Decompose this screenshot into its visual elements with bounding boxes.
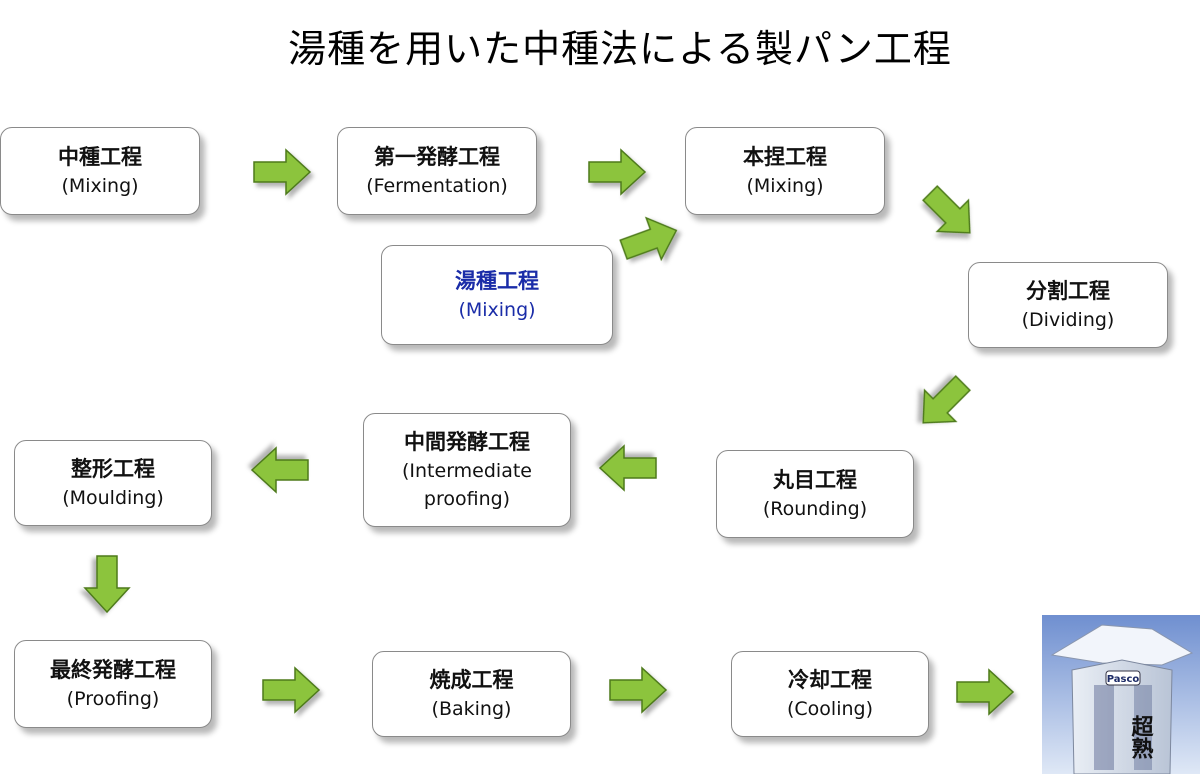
arrow-right-icon: [957, 670, 1013, 714]
step-dividing: 分割工程 (Dividing): [968, 262, 1168, 348]
step-honkone-mixing: 本捏工程 (Mixing): [685, 127, 885, 215]
step-rounding: 丸目工程 (Rounding): [716, 450, 914, 538]
step-label-en: (Mixing): [458, 299, 536, 321]
product-label: 超熟: [1128, 715, 1154, 759]
step-label-en: (Cooling): [786, 698, 873, 720]
step-label-jp: 第一発酵工程: [374, 145, 500, 169]
step-label-jp: 冷却工程: [788, 668, 872, 692]
step-label-jp: 最終発酵工程: [50, 658, 176, 682]
step-label-jp: 整形工程: [71, 457, 155, 481]
step-label-en: (Fermentation): [366, 175, 508, 197]
step-label-en: (Intermediate proofing): [402, 460, 532, 510]
arrow-down-left-icon: [908, 368, 979, 439]
arrow-down-icon: [85, 556, 129, 612]
step-label-en: (Rounding): [762, 498, 868, 520]
step-final-proofing: 最終発酵工程 (Proofing): [14, 640, 212, 728]
arrow-down-right-icon: [915, 178, 986, 249]
arrow-right-icon: [254, 150, 310, 194]
step-nakadane-mixing: 中種工程 (Mixing): [0, 127, 200, 215]
step-label-jp: 湯種工程: [455, 269, 539, 293]
product-brand: Pasco: [1107, 674, 1140, 685]
step-yudane-mixing: 湯種工程 (Mixing): [381, 245, 613, 345]
step-label-en: (Dividing): [1021, 309, 1115, 331]
step-label-jp: 丸目工程: [773, 468, 857, 492]
step-baking: 焼成工程 (Baking): [372, 651, 571, 737]
arrow-left-icon: [252, 448, 308, 492]
arrow-up-right-icon: [616, 210, 684, 270]
step-cooling: 冷却工程 (Cooling): [731, 651, 929, 737]
arrow-right-icon: [610, 668, 666, 712]
step-first-fermentation: 第一発酵工程 (Fermentation): [337, 127, 537, 215]
step-label-en: (Mixing): [746, 175, 824, 197]
arrow-right-icon: [263, 668, 319, 712]
step-label-en: (Mixing): [61, 175, 139, 197]
step-label-en: (Proofing): [66, 688, 160, 710]
step-moulding: 整形工程 (Moulding): [14, 440, 212, 526]
arrow-right-icon: [589, 150, 645, 194]
step-label-en: (Baking): [431, 698, 512, 720]
arrow-left-icon: [600, 446, 656, 490]
bread-package-icon: Pasco 超熟: [1042, 615, 1200, 774]
step-label-en: (Moulding): [62, 487, 164, 509]
step-intermediate-proofing: 中間発酵工程 (Intermediate proofing): [363, 413, 571, 527]
step-label-jp: 焼成工程: [429, 668, 514, 692]
step-label-jp: 本捏工程: [743, 145, 827, 169]
step-label-jp: 分割工程: [1026, 279, 1110, 303]
page-title: 湯種を用いた中種法による製パン工程: [288, 27, 952, 71]
step-label-jp: 中種工程: [58, 145, 142, 169]
step-label-jp: 中間発酵工程: [404, 430, 530, 454]
